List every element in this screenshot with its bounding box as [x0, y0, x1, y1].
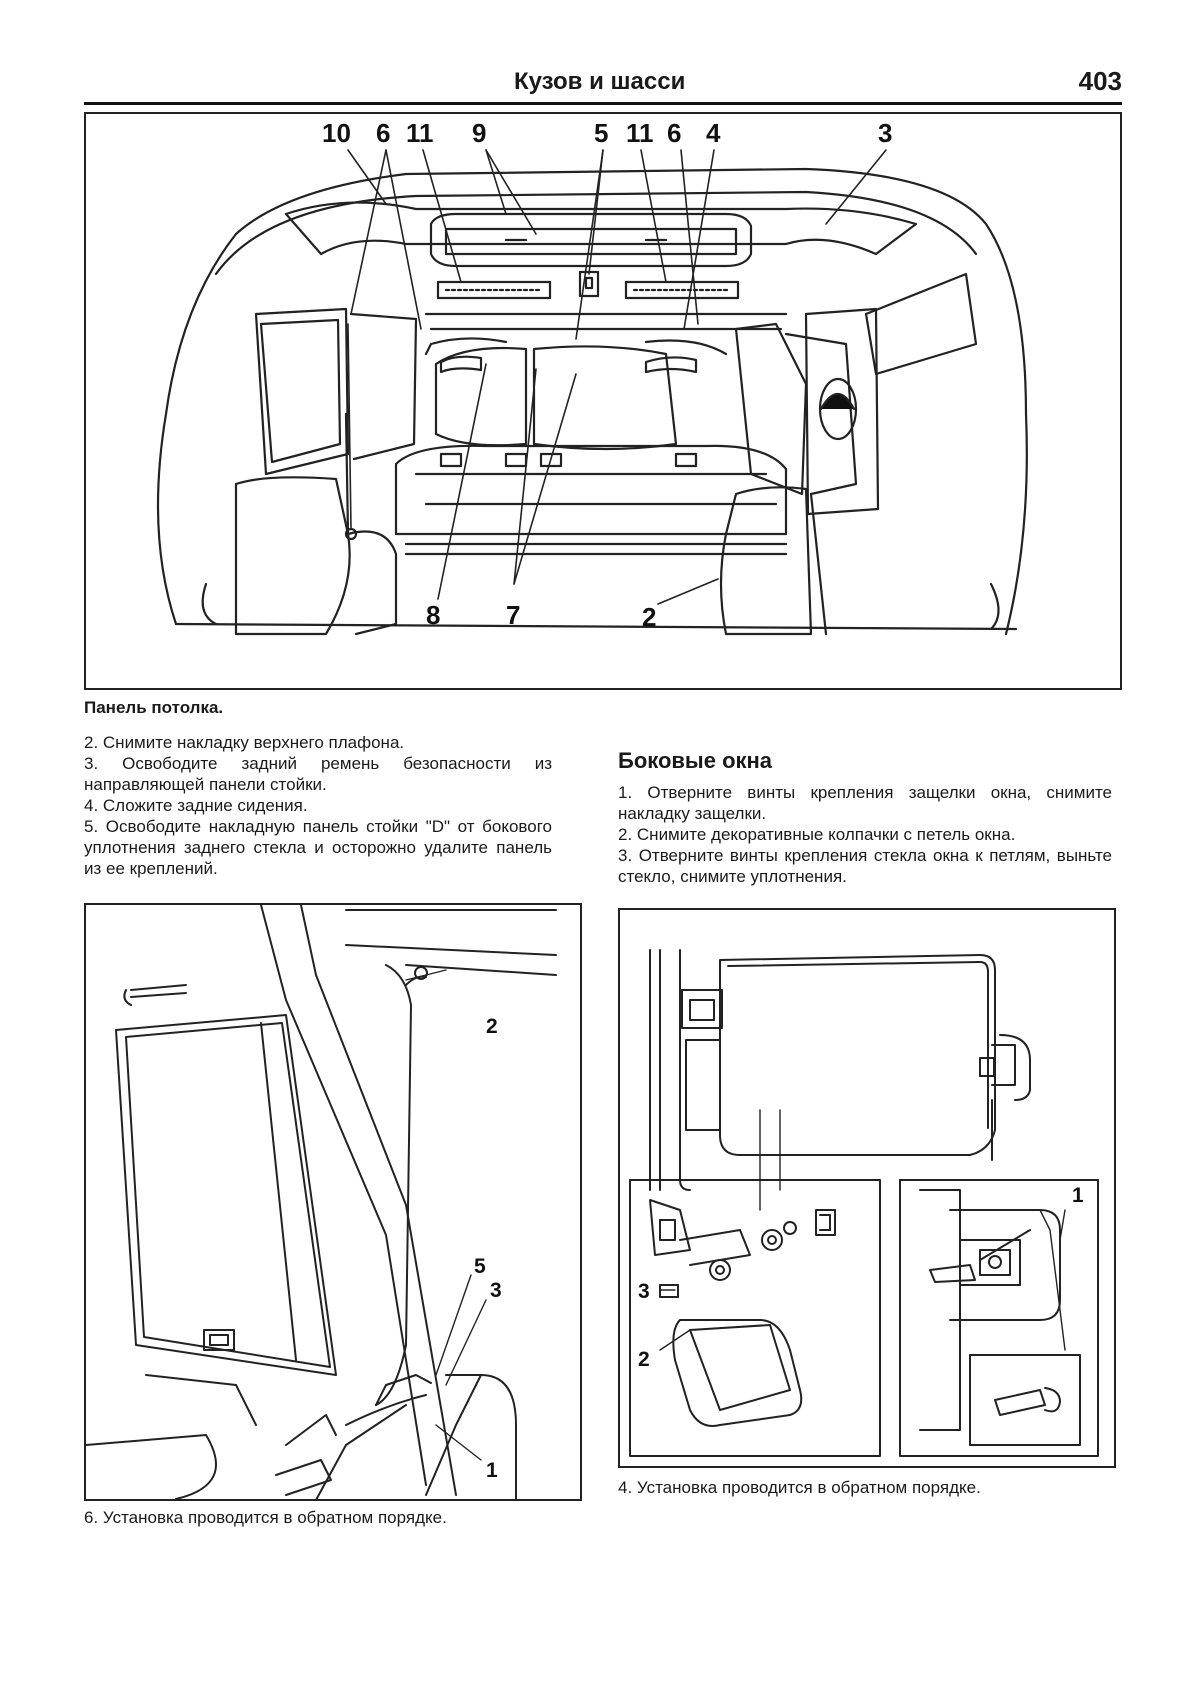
step-5: 5. Освободите накладную панель стойки "D… — [84, 817, 552, 878]
figure-d-pillar: 2 5 3 1 — [84, 903, 582, 1501]
page-header: Кузов и шасси 403 — [84, 62, 1122, 105]
window-step-3: 3. Отверните винты крепления стекла окна… — [618, 846, 1112, 886]
page-number: 403 — [1078, 66, 1122, 96]
callout-1: 1 — [1072, 1184, 1084, 1207]
callout-3: 3 — [490, 1279, 502, 1302]
callout-2: 2 — [642, 602, 656, 632]
window-step-1: 1. Отверните винты крепления защелки окн… — [618, 783, 1112, 823]
callout-8: 8 — [426, 600, 440, 630]
callout-7: 7 — [506, 600, 520, 630]
side-window-drawing: 1 3 2 — [629, 949, 1099, 1457]
callout-3: 3 — [878, 118, 892, 148]
callout-6-right: 6 — [667, 118, 681, 148]
callout-2: 2 — [486, 1015, 498, 1038]
callout-2: 2 — [638, 1348, 650, 1371]
callout-5: 5 — [594, 118, 608, 148]
window-step-2: 2. Снимите декоративные колпачки с петел… — [618, 825, 1016, 844]
step-3: 3. Освободите задний ремень безопасности… — [84, 754, 552, 794]
right-footer-step: 4. Установка проводится в обратном поряд… — [618, 1478, 981, 1497]
callout-11-left: 11 — [406, 118, 434, 148]
figure-caption: Панель потолка. — [84, 698, 224, 717]
step-2: 2. Снимите накладку верхнего плафона. — [84, 733, 405, 752]
callout-6-left: 6 — [376, 118, 390, 148]
callout-11-right: 11 — [626, 118, 654, 148]
d-pillar-drawing: 2 5 3 1 — [86, 905, 557, 1499]
callout-3: 3 — [638, 1280, 650, 1303]
figure-ceiling-panel: 10 6 11 9 5 11 6 4 3 8 7 2 — [84, 112, 1122, 690]
section-title: Кузов и шасси — [514, 68, 686, 95]
callout-4: 4 — [706, 118, 721, 148]
callout-5: 5 — [474, 1255, 486, 1278]
figure-side-window: 1 3 2 — [618, 908, 1116, 1468]
callout-1: 1 — [486, 1459, 498, 1482]
ceiling-panel-drawing: 10 6 11 9 5 11 6 4 3 8 7 2 — [156, 118, 1028, 636]
callout-9: 9 — [472, 118, 486, 148]
step-4: 4. Сложите задние сидения. — [84, 796, 308, 815]
callout-10: 10 — [322, 118, 351, 148]
left-footer-step: 6. Установка проводится в обратном поряд… — [84, 1508, 447, 1527]
left-steps: 2. Снимите накладку верхнего плафона. 3.… — [84, 732, 552, 879]
section-heading-side-windows: Боковые окна — [618, 748, 773, 773]
right-steps: 1. Отверните винты крепления защелки окн… — [618, 782, 1112, 887]
